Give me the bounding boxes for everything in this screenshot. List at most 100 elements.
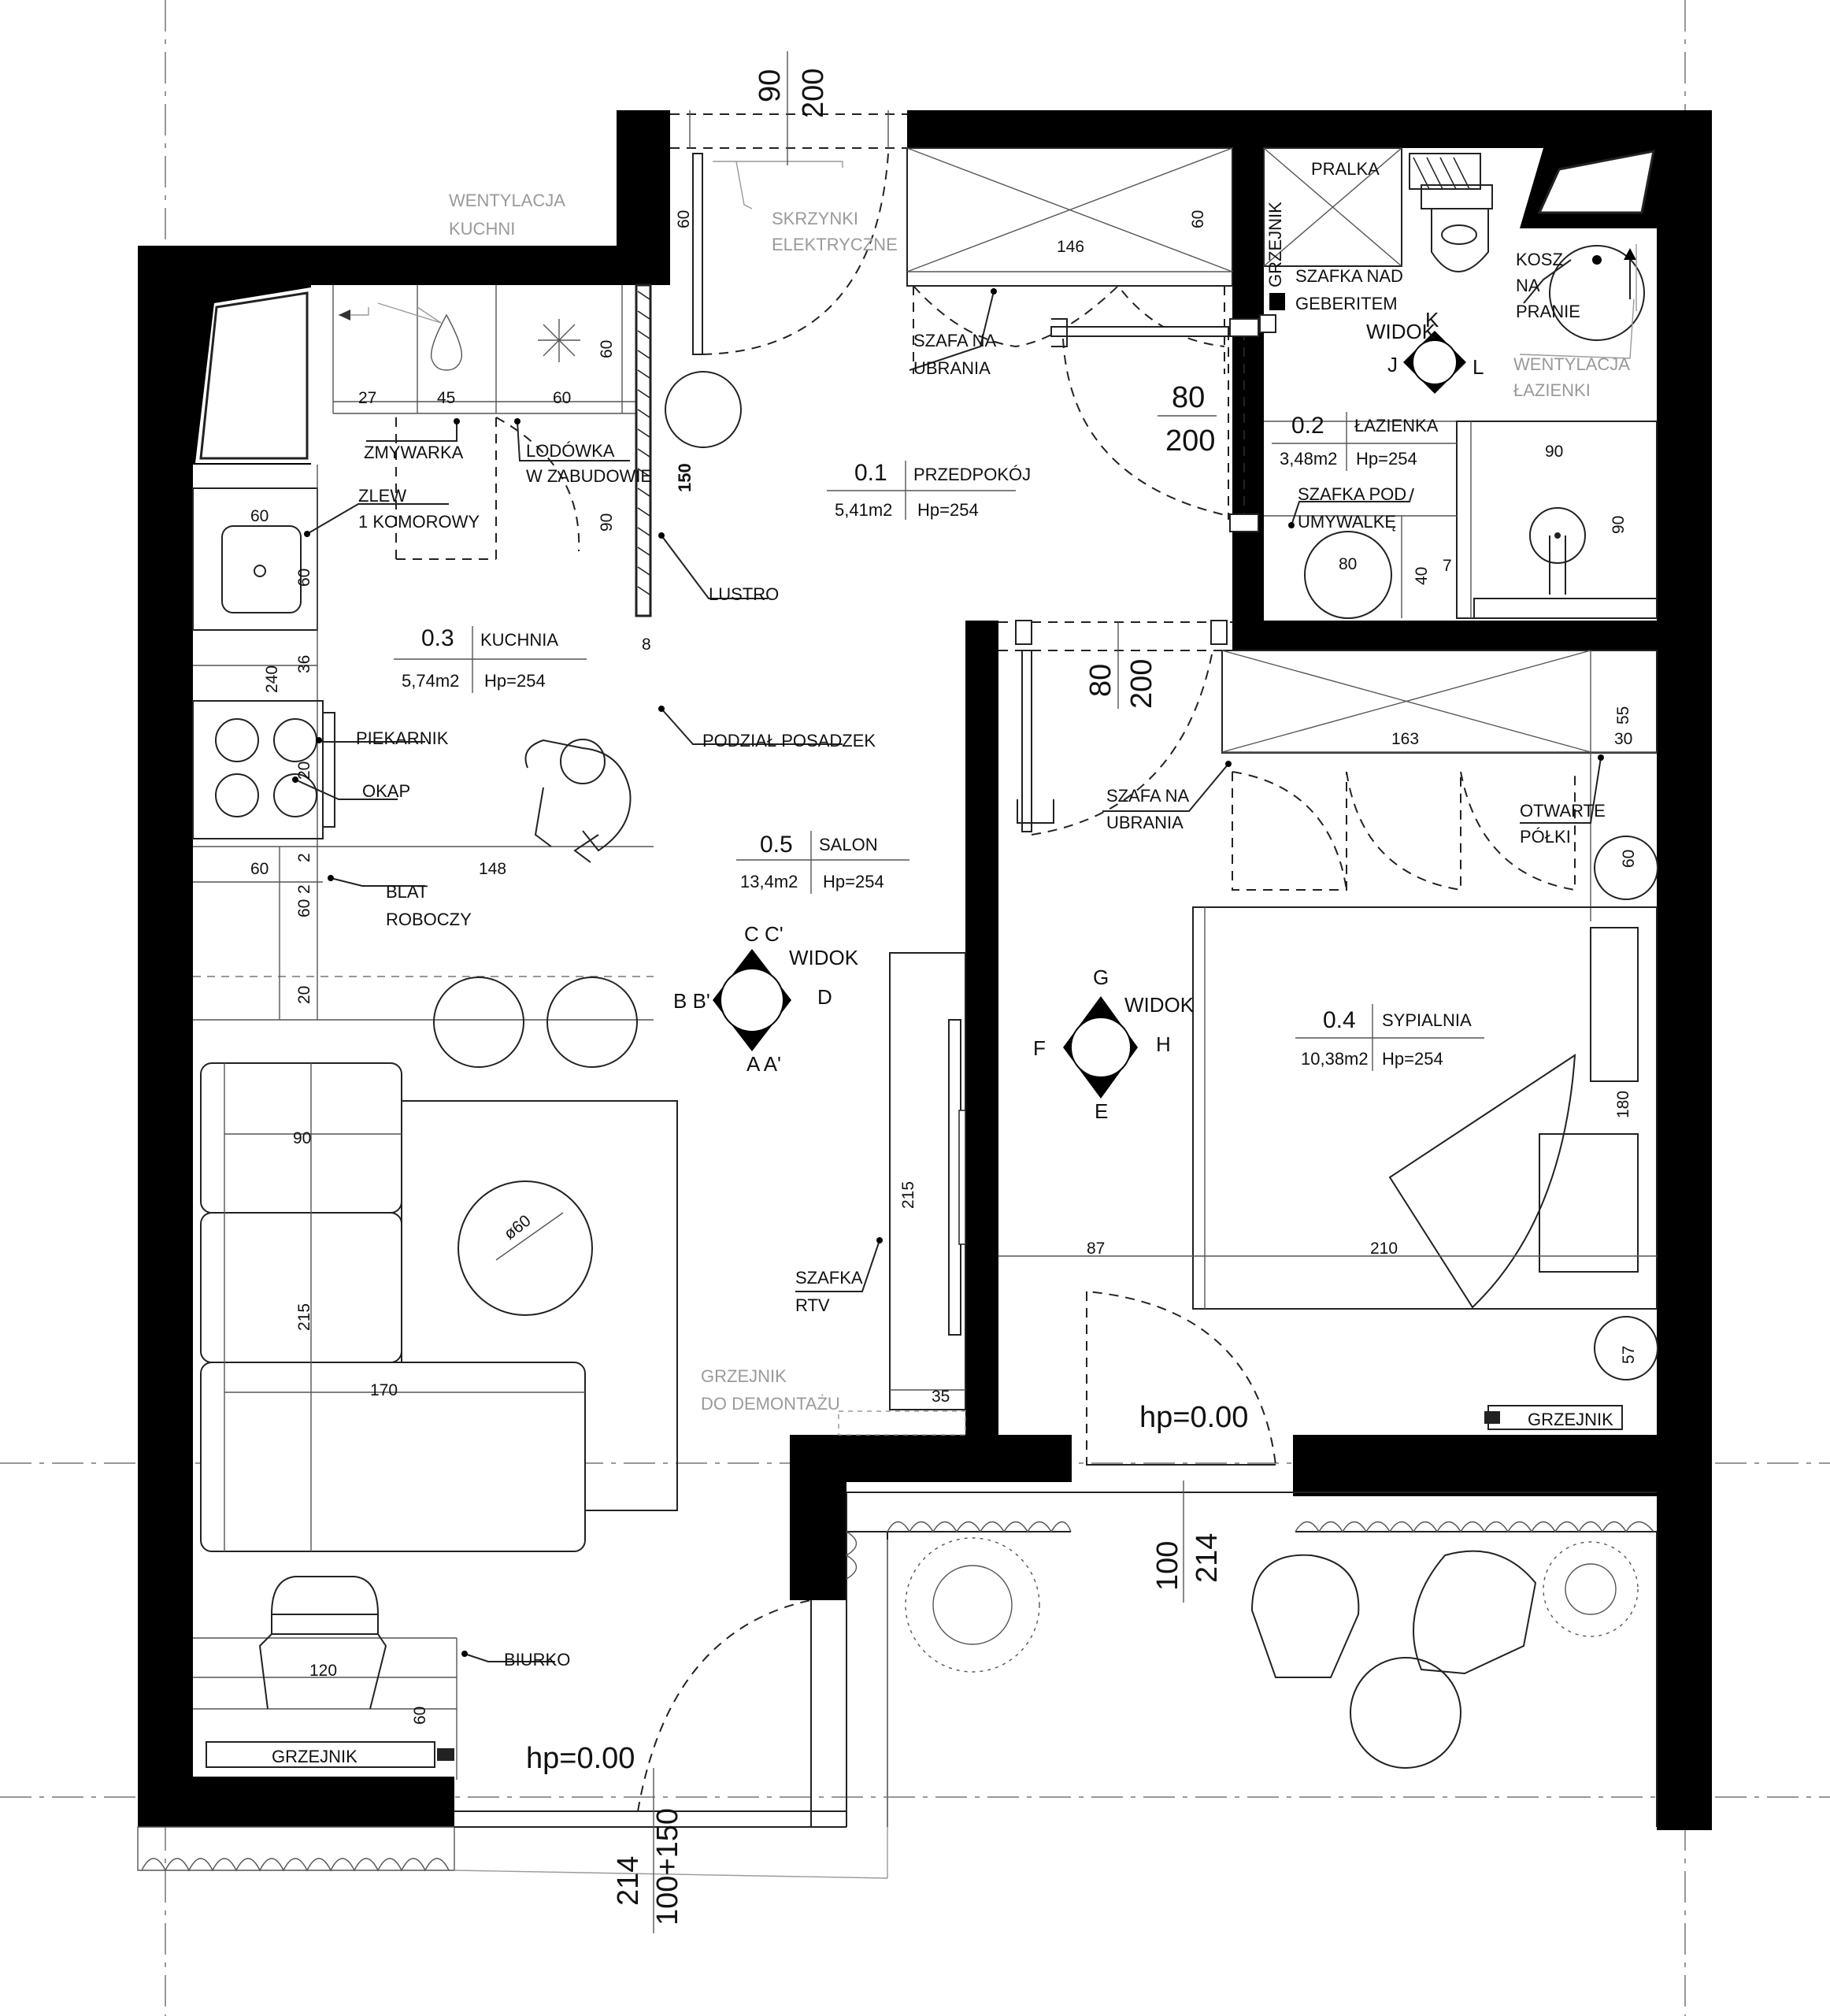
- room-label-lazienka: 0.2 ŁAZIENKA 3,48m2 Hp=254: [1272, 412, 1457, 471]
- room-label-sypialnia: 0.4 SYPIALNIA 10,38m2 Hp=254: [1295, 1004, 1484, 1071]
- room-area: 3,48m2: [1280, 449, 1337, 469]
- view-labels: WIDOK K J L WIDOK C C' B B' D A A' WIDOK…: [673, 308, 1484, 1123]
- bedroom: [998, 650, 1658, 1466]
- dim-200: 200: [1165, 424, 1215, 458]
- label-wentylacja-kuchni: WENTYLACJA: [449, 191, 565, 210]
- dim-87: 87: [1087, 1240, 1105, 1258]
- dim-100-150: 100+150: [651, 1808, 684, 1925]
- label-biurko: BIURKO: [504, 1650, 570, 1670]
- dim-200: 200: [1125, 659, 1158, 709]
- label-szafka-pod: SZAFKA POD: [1298, 484, 1406, 504]
- widok-left: F: [1033, 1036, 1046, 1060]
- dim-55: 55: [1614, 706, 1632, 724]
- dim-20: 20: [295, 986, 313, 1004]
- dim-60: 60: [295, 569, 313, 587]
- dim-60: 60: [598, 340, 616, 358]
- widok-right: H: [1156, 1032, 1171, 1056]
- dim-60: 60: [250, 860, 269, 878]
- leader-lines: [292, 259, 1635, 1662]
- dim-diameter-60: ø60: [501, 1212, 535, 1243]
- room-area: 5,41m2: [835, 500, 892, 520]
- dim-27: 27: [358, 389, 376, 407]
- label-blat: ROBOCZY: [386, 910, 472, 929]
- label-szafka-pod: UMYWALKĘ: [1298, 512, 1396, 532]
- label-zmywarka: ZMYWARKA: [364, 443, 464, 462]
- bathroom: [1259, 147, 1658, 619]
- room-name: SYPIALNIA: [1382, 1010, 1472, 1030]
- label-szafka-nad: GEBERITEM: [1295, 294, 1398, 313]
- widok-top: C C': [744, 922, 783, 946]
- label-okap: OKAP: [362, 781, 410, 801]
- room-name: SALON: [819, 835, 878, 854]
- room-label-salon: 0.5 SALON 13,4m2 Hp=254: [736, 831, 909, 894]
- dim-150: 150: [675, 463, 695, 492]
- label-grzejnik-demontaz: GRZEJNIK: [701, 1366, 787, 1386]
- widok-left: B B': [673, 989, 710, 1013]
- label-szafka-rtv: SZAFKA: [795, 1268, 863, 1288]
- widok-right: D: [817, 985, 832, 1009]
- label-grzejnik-sypialnia: GRZEJNIK: [1528, 1410, 1613, 1429]
- dim-60: 60: [1620, 850, 1638, 868]
- label-lodowka: W ZABUDOWIE: [526, 466, 652, 486]
- dim-60: 60: [295, 899, 313, 917]
- dim-80: 80: [1339, 555, 1357, 573]
- label-hp-balkon-salon: hp=0.00: [526, 1742, 635, 1775]
- room-height: Hp=254: [1356, 449, 1417, 469]
- dim-60: 60: [411, 1707, 429, 1725]
- widok-title: WIDOK: [1366, 320, 1436, 343]
- dim-210: 210: [1370, 1240, 1398, 1258]
- hallway: [665, 110, 1259, 836]
- room-number: 0.2: [1291, 413, 1324, 439]
- room-height: Hp=254: [1382, 1049, 1443, 1069]
- label-podzial: PODZIAŁ POSADZEK: [702, 731, 876, 750]
- room-number: 0.5: [760, 832, 793, 858]
- widok-top: K: [1425, 308, 1439, 332]
- dim-148: 148: [479, 860, 506, 878]
- label-pralka: PRALKA: [1311, 159, 1380, 179]
- label-grzejnik-demontaz: DO DEMONTAŻU: [701, 1394, 840, 1414]
- widok-top: G: [1093, 965, 1109, 989]
- dim-90: 90: [293, 1129, 311, 1147]
- dim-214: 214: [1191, 1533, 1224, 1583]
- dim-215: 215: [295, 1303, 313, 1331]
- living-room: [193, 952, 966, 1828]
- label-szafka-nad: SZAFKA NAD: [1295, 266, 1403, 286]
- widok-right: L: [1473, 355, 1484, 379]
- dim-60: 60: [250, 507, 269, 525]
- label-otwarte: OTWARTE: [1520, 801, 1606, 821]
- label-szafka-rtv: RTV: [795, 1295, 830, 1315]
- room-label-przedpokoj: 0.1 PRZEDPOKÓJ 5,41m2 Hp=254: [827, 460, 1031, 520]
- label-zlew: ZLEW: [358, 486, 406, 506]
- label-grzejnik-salon: GRZEJNIK: [272, 1747, 357, 1766]
- widok-title: WIDOK: [1124, 993, 1195, 1017]
- room-name: PRZEDPOKÓJ: [913, 465, 1031, 484]
- label-skrzynki: ELEKTRYCZNE: [772, 235, 898, 254]
- dim-20: 20: [295, 762, 313, 780]
- dim-80: 80: [1084, 664, 1117, 697]
- dim-36: 36: [295, 655, 313, 673]
- dim-180: 180: [1614, 1091, 1632, 1118]
- dim-90: 90: [754, 69, 787, 102]
- dim-57: 57: [1620, 1346, 1638, 1364]
- widok-bottom: A A': [746, 1052, 781, 1076]
- label-kosz: NA: [1516, 276, 1540, 295]
- label-szafa-1: UBRANIA: [913, 358, 991, 378]
- dim-8: 8: [642, 636, 651, 654]
- dim-2: 2: [295, 853, 313, 862]
- dim-120: 120: [309, 1662, 337, 1680]
- view-marker-kl: [1403, 331, 1466, 394]
- label-piekarnik: PIEKARNIK: [356, 728, 449, 748]
- dim-40: 40: [1413, 567, 1431, 585]
- label-wentylacja-kuchni: KUCHNI: [449, 219, 515, 239]
- dim-60: 60: [675, 210, 693, 228]
- label-hp-balkon-sypialnia: hp=0.00: [1139, 1401, 1248, 1434]
- dimensions: 90 200 60 146 60 80 200 27 45 60 60 150 …: [250, 51, 1638, 1933]
- room-height: Hp=254: [484, 671, 546, 691]
- room-area: 13,4m2: [740, 872, 798, 891]
- label-otwarte: PÓŁKI: [1520, 827, 1571, 847]
- dim-35: 35: [932, 1388, 950, 1406]
- dim-7: 7: [1443, 557, 1452, 575]
- label-szafa-2: SZAFA NA: [1106, 786, 1189, 806]
- label-kosz: KOSZ: [1516, 250, 1563, 269]
